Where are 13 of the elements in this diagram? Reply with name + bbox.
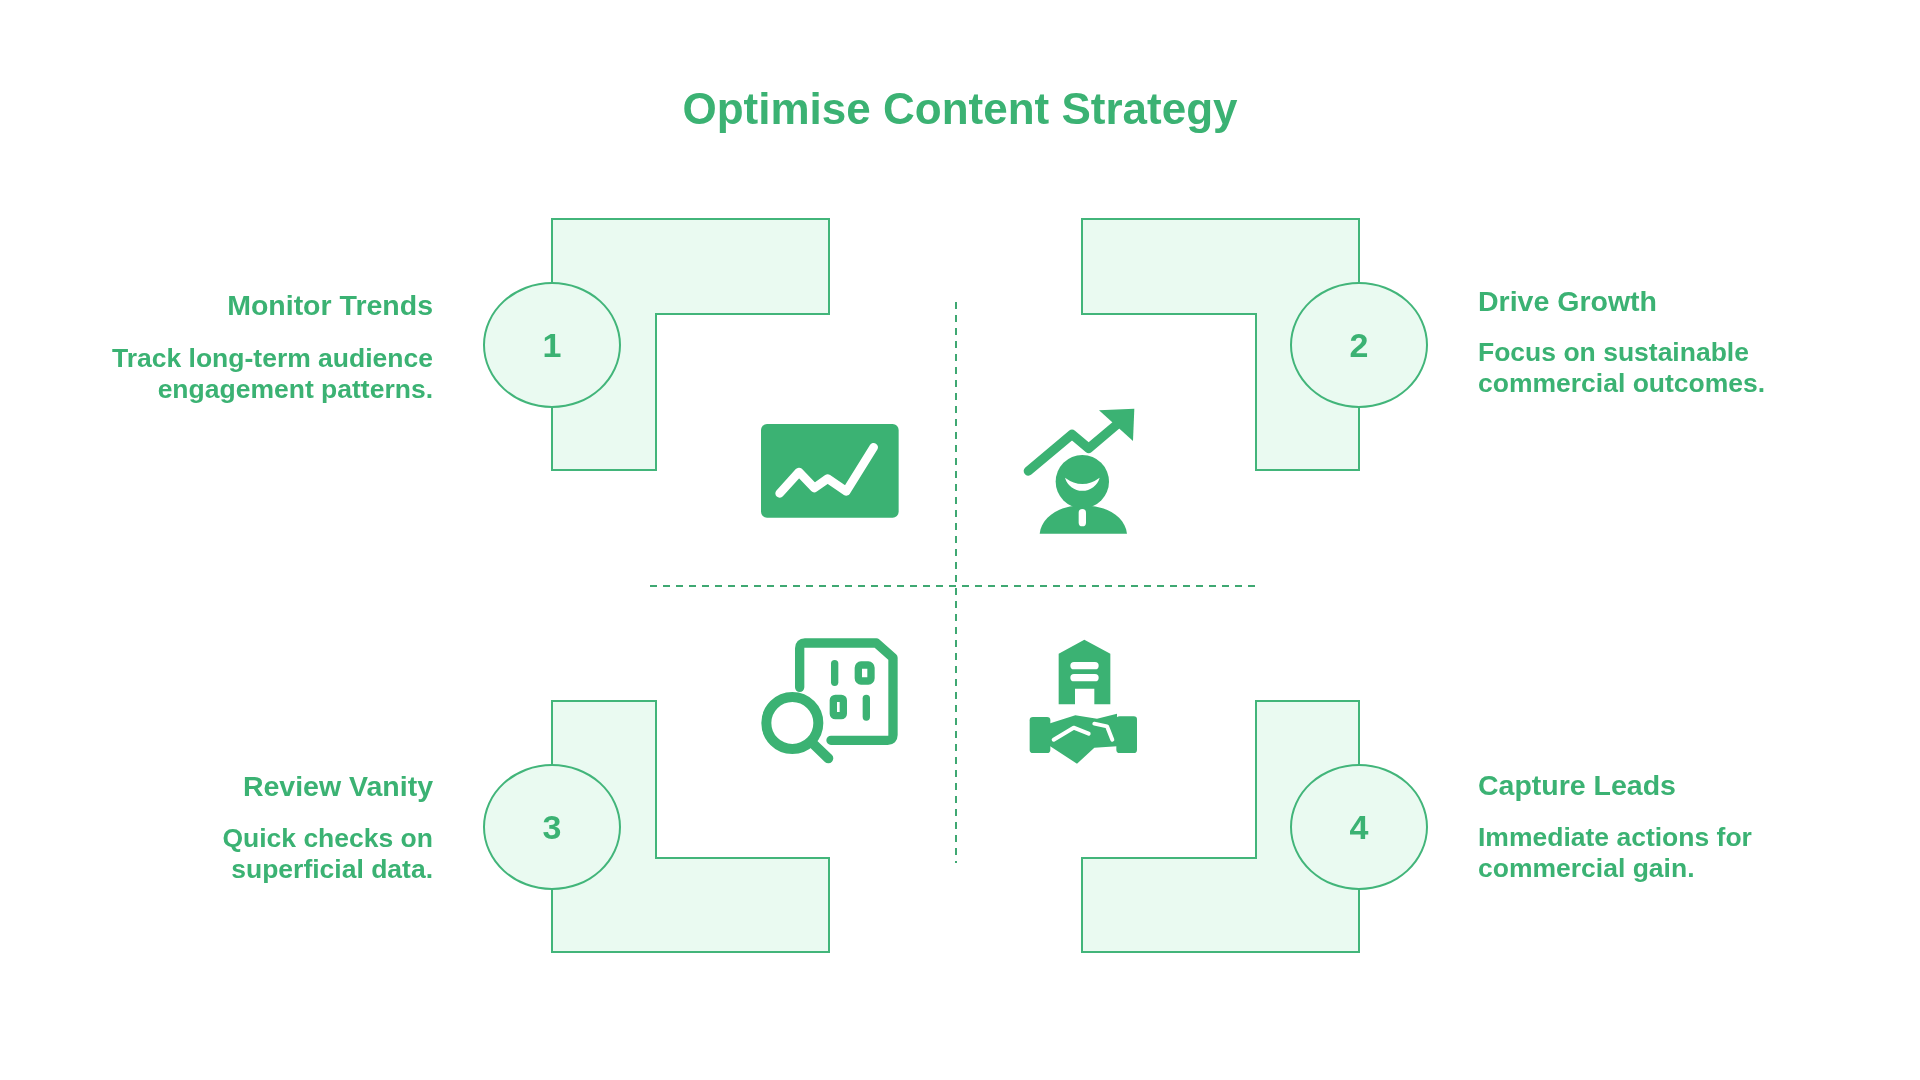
step-number: 2 xyxy=(1349,325,1369,365)
step-heading: Monitor Trends xyxy=(226,288,433,322)
diagram-title: Optimise Content Strategy xyxy=(682,83,1238,135)
step-number: 4 xyxy=(1349,807,1369,847)
step-description: Focus on sustainable commercial outcomes. xyxy=(1478,337,1767,399)
step-number: 3 xyxy=(542,807,562,847)
step-heading: Capture Leads xyxy=(1478,768,1677,802)
step-description: Immediate actions for commercial gain. xyxy=(1478,822,1753,884)
step-heading: Review Vanity xyxy=(241,769,433,803)
step-number: 1 xyxy=(542,325,562,365)
step-heading: Drive Growth xyxy=(1478,284,1658,318)
step-description: Track long-term audience engagement patterns. xyxy=(110,343,433,405)
step-description: Quick checks on superficial data. xyxy=(221,823,433,885)
